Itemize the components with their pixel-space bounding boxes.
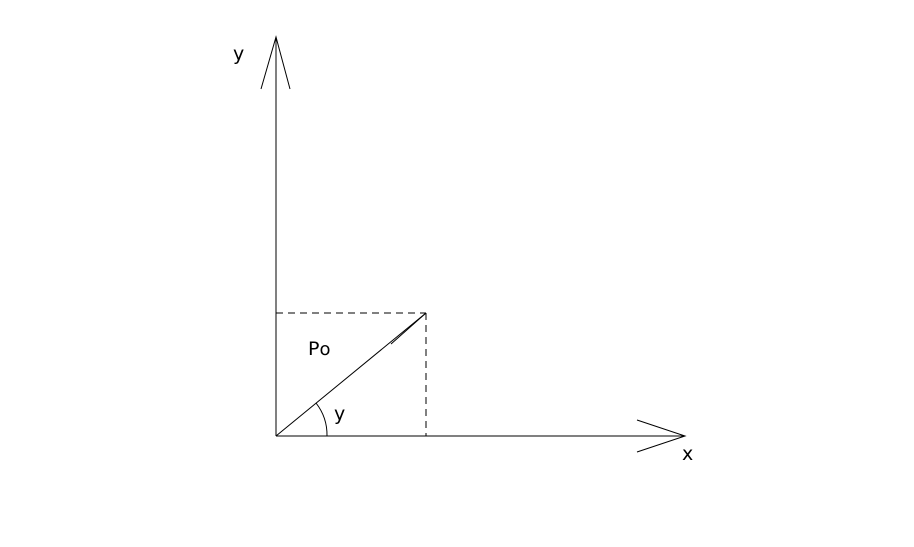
vector-label-sub: o: [319, 339, 330, 360]
vector-po: [275, 312, 427, 437]
angle-arc: [315, 402, 328, 437]
x-axis: [276, 419, 687, 453]
vector-po-line: [275, 312, 427, 437]
y-axis: [260, 35, 291, 436]
vector-label-main: P: [308, 338, 319, 360]
angle-label: y: [334, 403, 345, 425]
x-axis-arrowhead: [636, 419, 687, 453]
x-axis-label: x: [682, 443, 693, 465]
y-axis-label: y: [233, 43, 244, 65]
y-axis-arrowhead: [260, 35, 291, 90]
vector-label: Po: [308, 338, 330, 360]
vector-po-arrowhead: [390, 312, 427, 345]
